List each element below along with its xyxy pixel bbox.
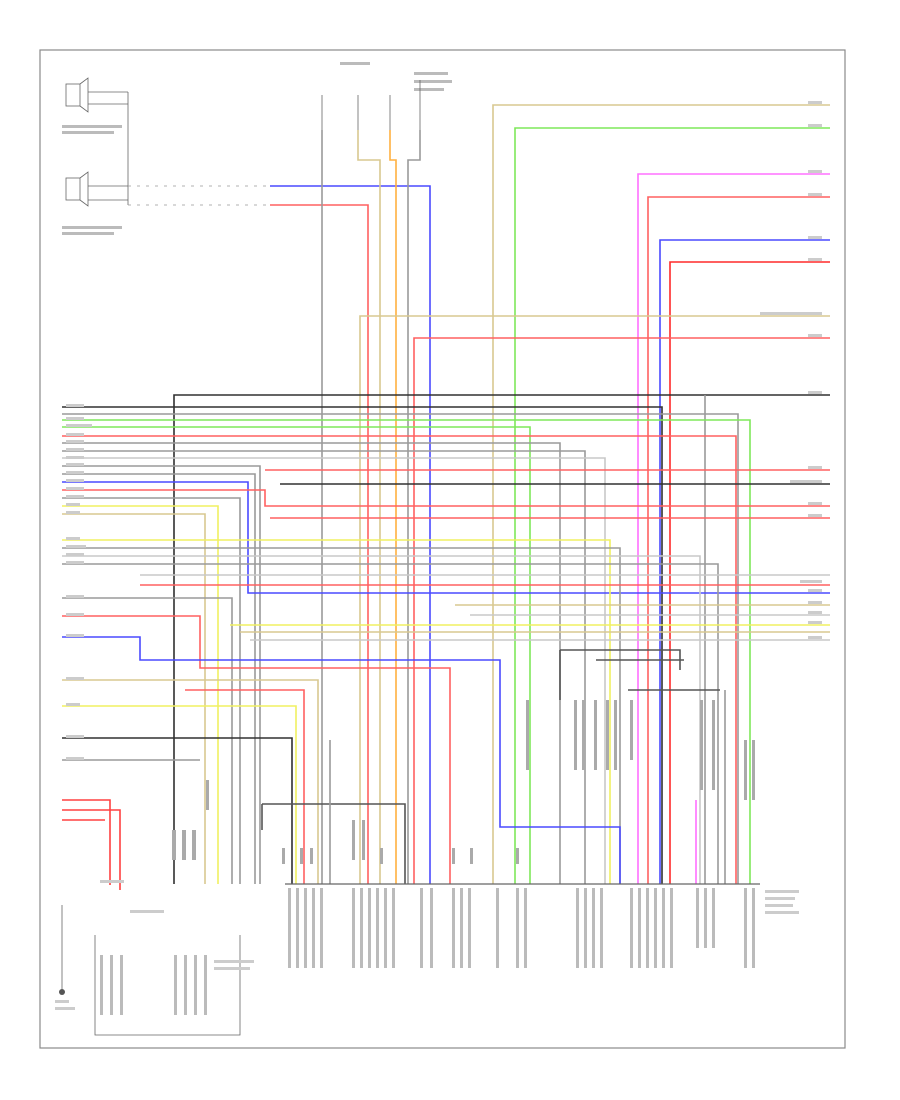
amplifier-module bbox=[94, 880, 254, 1036]
ground-point bbox=[55, 905, 75, 1010]
connector-right-b bbox=[790, 466, 822, 639]
speaker-top-1 bbox=[62, 77, 128, 134]
speaker-top-2 bbox=[62, 171, 128, 235]
fuse-block bbox=[321, 62, 452, 130]
audio-unit-connector bbox=[285, 883, 799, 968]
left-pin-labels bbox=[66, 404, 92, 760]
connector-right-a bbox=[760, 101, 822, 394]
diagram-frame bbox=[39, 49, 846, 1049]
pin-marks bbox=[172, 700, 755, 864]
